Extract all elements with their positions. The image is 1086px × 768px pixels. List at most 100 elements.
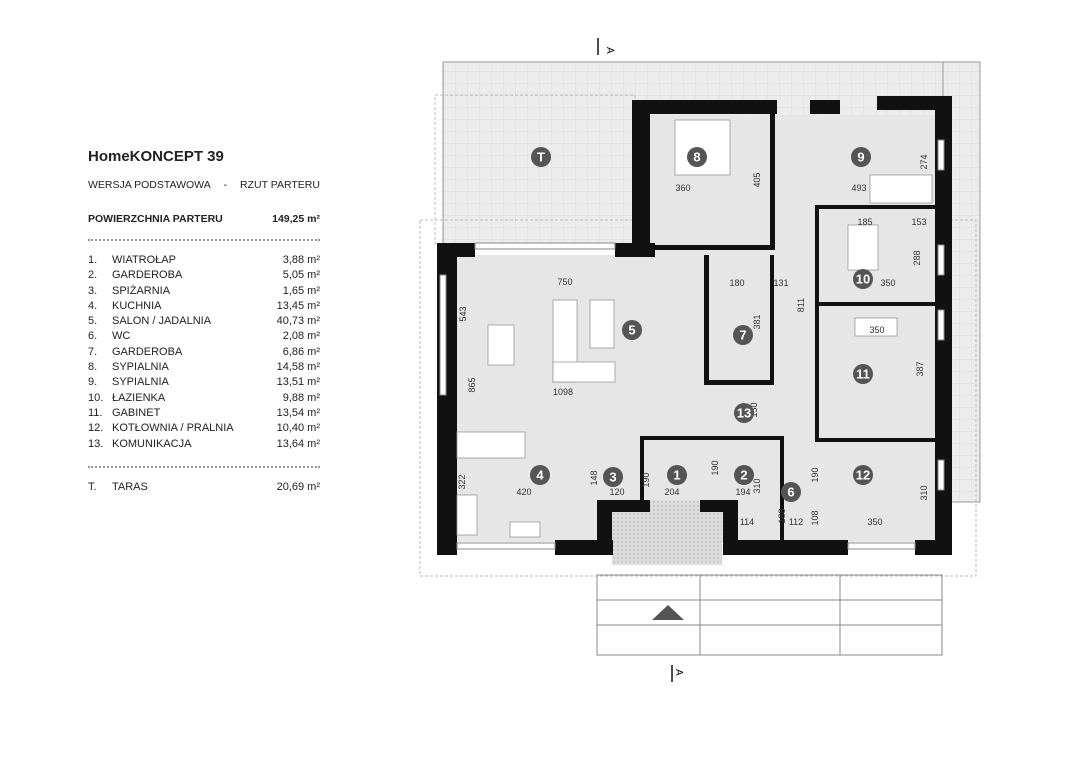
room-row: 2. GARDEROBA 5,05 m²: [88, 268, 320, 283]
room-badge: 3: [603, 467, 623, 487]
dimension-label: 310: [752, 478, 762, 493]
dimension-label: 387: [915, 361, 925, 376]
room-name: KOTŁOWNIA / PRALNIA: [112, 422, 234, 435]
room-name: SYPIALNIA: [112, 376, 169, 389]
badge-circle: [531, 147, 551, 167]
divider: [88, 239, 320, 241]
room-name: GARDEROBA: [112, 269, 183, 282]
room-area: 9,88 m²: [282, 391, 320, 404]
badge-label: 7: [739, 328, 746, 343]
separator: -: [223, 179, 228, 191]
badge-label: T: [537, 150, 545, 165]
room-number: 7.: [88, 345, 98, 358]
dimension-label: 750: [557, 277, 572, 287]
badge-circle: [530, 465, 550, 485]
badge-circle: [733, 325, 753, 345]
subtitle: WERSJA PODSTAWOWA - RZUT PARTERU: [88, 179, 320, 191]
room-number: 10.: [88, 391, 104, 404]
room-name: WC: [112, 330, 131, 343]
dimension-label: 185: [857, 217, 872, 227]
room-badge: 11: [853, 364, 873, 384]
floor-area: [455, 255, 937, 542]
badge-circle: [603, 467, 623, 487]
entrance-arrow-icon: [652, 605, 684, 620]
room-number: 6.: [88, 330, 98, 343]
dimension-label: 188: [777, 508, 787, 523]
badge-label: 8: [693, 150, 700, 165]
badge-circle: [667, 465, 687, 485]
room-area: 40,73 m²: [276, 315, 320, 328]
room-name: ŁAZIENKA: [112, 391, 166, 404]
furniture: [456, 119, 933, 538]
room-number: 8.: [88, 361, 98, 374]
dimension-label: 350: [880, 278, 895, 288]
room-number: 3.: [88, 284, 98, 297]
badge-circle: [851, 147, 871, 167]
room-number: 2.: [88, 269, 98, 282]
badge-circle: [853, 465, 873, 485]
dimension-label: 274: [919, 154, 929, 169]
dimension-label: 322: [457, 474, 467, 489]
room-name: TARAS: [112, 480, 148, 493]
room-name: SYPIALNIA: [112, 361, 169, 374]
room-badge: T: [531, 147, 551, 167]
room-number: 12.: [88, 422, 104, 435]
room-number: T.: [88, 480, 97, 493]
badge-label: 3: [609, 470, 616, 485]
dimension-label: 194: [735, 487, 750, 497]
room-area: 2,08 m²: [282, 330, 320, 343]
dimension-label: 148: [589, 470, 599, 485]
dimension-label: 108: [810, 510, 820, 525]
room-area: 5,05 m²: [282, 269, 320, 282]
dimension-label: 112: [789, 517, 803, 527]
badge-label: 10: [856, 272, 870, 287]
dimension-label: 493: [851, 183, 866, 193]
room-badge: 6: [781, 482, 801, 502]
dimension-label: 131: [773, 278, 788, 288]
room-name: SALON / JADALNIA: [112, 315, 212, 328]
room-badge: 4: [530, 465, 550, 485]
dimension-label: 310: [919, 485, 929, 500]
room-area: 13,54 m²: [276, 406, 320, 419]
dimension-label: 811: [796, 298, 806, 312]
section-marker-top: A: [597, 38, 615, 55]
room-area: 13,51 m²: [276, 376, 320, 389]
room-row: 6. WC 2,08 m²: [88, 329, 320, 344]
dimension-label: 360: [675, 183, 690, 193]
room-badge: 7: [733, 325, 753, 345]
dimension-label: 405: [752, 172, 762, 187]
room-number: 1.: [88, 254, 98, 266]
room-row: 4. KUCHNIA 13,45 m²: [88, 299, 320, 314]
dimension-label: 288: [912, 250, 922, 265]
badge-label: 4: [536, 468, 544, 483]
badge-circle: [781, 482, 801, 502]
room-badge: 5: [622, 320, 642, 340]
dimension-label: 150: [749, 402, 759, 417]
dimension-label: 350: [869, 325, 884, 335]
room-number: 4.: [88, 299, 98, 312]
dimension-label: 190: [810, 467, 820, 482]
room-badge: 13: [734, 403, 754, 423]
room-area: 14,58 m²: [276, 361, 320, 374]
badge-label: 13: [737, 406, 751, 421]
room-area: 1,65 m²: [282, 284, 320, 297]
badge-label: 1: [673, 468, 680, 483]
badge-label: 9: [857, 150, 864, 165]
dimension-label: 350: [867, 517, 882, 527]
badge-label: 2: [740, 468, 747, 483]
dimension-label: 190: [710, 460, 720, 475]
pergola: [596, 574, 943, 656]
room-name: KUCHNIA: [112, 299, 162, 312]
section-marker-bottom: A: [671, 665, 684, 682]
divider: [88, 465, 320, 468]
room-area: 13,45 m²: [276, 299, 320, 312]
total-value: 149,25 m²: [272, 213, 320, 225]
